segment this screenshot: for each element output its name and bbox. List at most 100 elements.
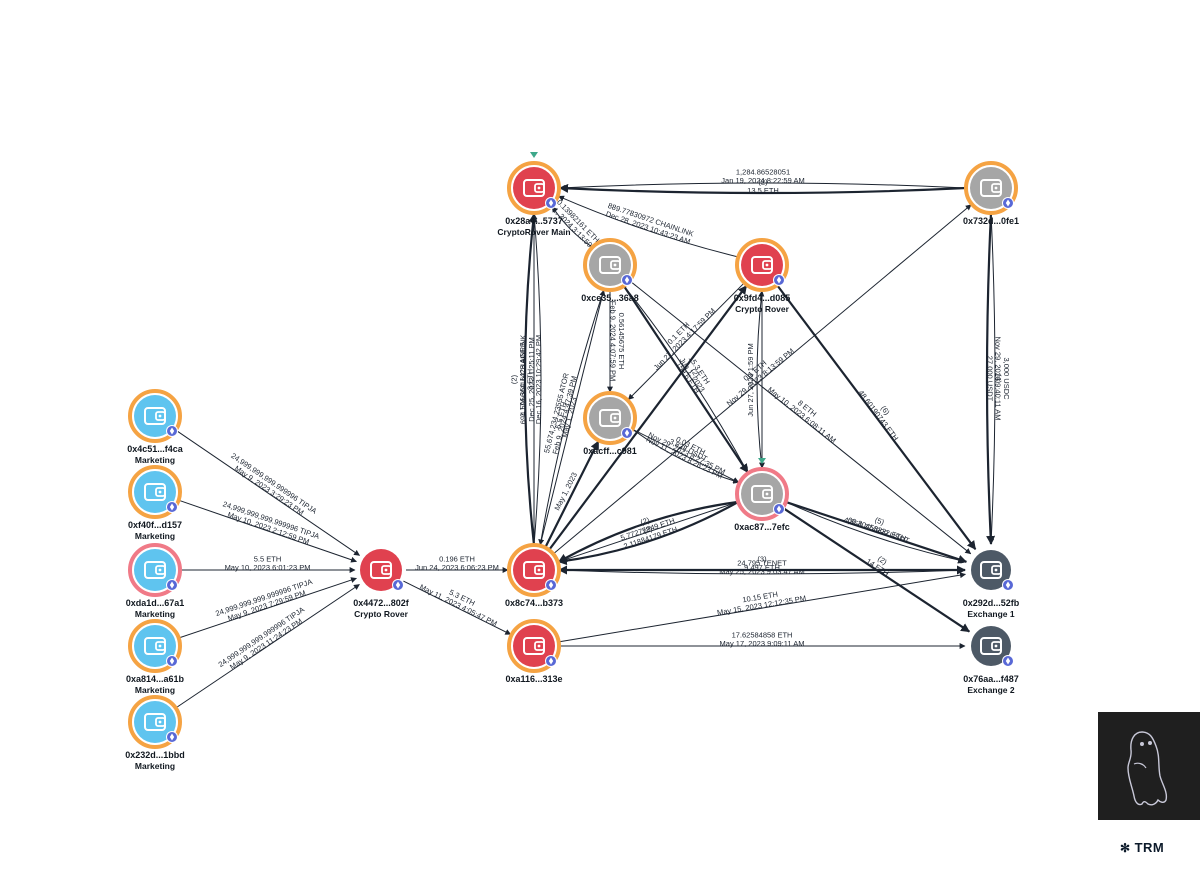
edge-label-line: 694.59564116 CHAINLINK: [518, 335, 527, 425]
edge-ac87-292d[interactable]: [785, 501, 967, 564]
selected-marker-icon: [530, 152, 538, 158]
node-circle: [513, 625, 555, 667]
node-circle: [589, 397, 631, 439]
ethereum-icon: [1005, 581, 1011, 589]
node-address: 0x4472...802f: [353, 598, 410, 608]
node-address: 0x4c51...f4ca: [127, 444, 184, 454]
edge-label-line: May 9, 2023 11:24:23 PM: [228, 616, 304, 671]
node-732d[interactable]: 0x732d...0fe1: [963, 161, 1019, 226]
edge-9fd4-28a4[interactable]: [558, 195, 739, 258]
edge-label-line: 3,000 USDC: [1002, 357, 1011, 400]
edge-label-line: (3): [757, 554, 767, 563]
edge-ce35-ac87[interactable]: [622, 285, 749, 474]
edge-ac87-8c74[interactable]: [557, 500, 739, 563]
ethereum-icon: [776, 505, 782, 513]
edge-ac87-9fd4[interactable]: [756, 290, 765, 470]
node-8c74[interactable]: 0x8c74...b373: [505, 543, 563, 608]
node-entity-label: Marketing: [135, 531, 175, 541]
edge-8c74-28a4[interactable]: [531, 213, 542, 546]
edge-label-line: 9.497 ETH: [744, 563, 780, 572]
edge-ce35-ac87[interactable]: [623, 285, 749, 473]
brand-logo: ✻TRM: [1120, 840, 1164, 855]
edge-ac87-292d[interactable]: [785, 500, 968, 564]
wallet-icon: [144, 713, 166, 731]
trm-star-icon: ✻: [1120, 841, 1131, 855]
edge-8c74-9fd4[interactable]: [548, 285, 748, 551]
edge-f40f-4472[interactable]: [178, 499, 357, 563]
edge-732d-28a4[interactable]: [559, 182, 967, 191]
edge-label-line: May 10, 2023 6:08:11 AM: [766, 385, 838, 445]
edge-ce35-28a4[interactable]: [551, 205, 593, 248]
edge-732d-292d[interactable]: [988, 212, 996, 545]
edge-label-line: Dec 16, 2023 10:29:42 PM: [534, 335, 543, 424]
edge-a116-292d[interactable]: [558, 572, 966, 643]
edge-label-line: 13.5 ETH: [747, 186, 779, 195]
edge-label-line: May 17, 2023 9:09:11 AM: [720, 639, 805, 648]
edge-9fd4-acff[interactable]: [627, 282, 745, 401]
edge-acff-ac87[interactable]: [632, 428, 740, 484]
edge-ce35-8c74[interactable]: [538, 289, 605, 546]
edge-4c51-4472[interactable]: [175, 429, 360, 556]
edge-label-line: Feb 9, 2024 4:07:59 PM: [608, 301, 617, 381]
edge-8c74-acff[interactable]: [544, 440, 600, 549]
node-address: 0x292d...52fb: [963, 598, 1020, 608]
edge-8c74-292d[interactable]: [558, 567, 966, 575]
edge-ac87-8c74[interactable]: [558, 501, 739, 563]
edge-732d-292d[interactable]: [985, 212, 996, 545]
edge-label: (3)9.497 ETH: [744, 554, 780, 572]
selected-marker-icon: [758, 458, 766, 464]
wallet-icon: [144, 407, 166, 425]
edge-label-line: May 10, 2023 6:01:23 PM: [225, 563, 311, 572]
edge-acff-ac87[interactable]: [632, 428, 740, 483]
edge-232d-4472[interactable]: [175, 584, 360, 709]
edge-4472-a116[interactable]: [403, 580, 512, 635]
node-address: 0xf40f...d157: [128, 520, 182, 530]
edge-label-line: 5.5 ETH: [254, 554, 282, 563]
node-ce35[interactable]: 0xce35...36a8: [581, 238, 639, 303]
node-circle: [134, 471, 176, 513]
edge-ac87-8c74[interactable]: [557, 500, 739, 566]
edge-label: (2)1,174,364 1423 AGRS: [509, 342, 527, 417]
node-a116[interactable]: 0xa116...313e: [505, 619, 563, 684]
edge-label-line: 48.60190743 ETH: [857, 388, 901, 442]
edge-label: (6)48.60190743 ETH: [857, 388, 901, 442]
node-ac87[interactable]: 0xac87...7efc: [734, 458, 790, 532]
node-address: 0xa814...a61b: [126, 674, 185, 684]
edge-label-line: 1,174,364 1423 AGRS: [518, 342, 527, 417]
edge-8c74-28a4[interactable]: [523, 213, 538, 546]
edge-label-line: (4): [994, 374, 1003, 384]
wallet-icon: [144, 637, 166, 655]
wallet-icon: [370, 561, 392, 579]
edge-8c74-732d[interactable]: [552, 204, 972, 555]
node-address: 0xce35...36a8: [581, 293, 639, 303]
node-address: 0xac87...7efc: [734, 522, 790, 532]
edge-732d-28a4[interactable]: [559, 183, 967, 195]
edge-a814-4472[interactable]: [178, 577, 357, 639]
node-address: 0xacff...c981: [583, 446, 637, 456]
node-acff[interactable]: 0xacff...c981: [583, 391, 637, 456]
edge-8c74-ce35[interactable]: [539, 289, 606, 546]
edge-ce35-292d[interactable]: [629, 280, 972, 555]
node-entity-label: Crypto Rover: [735, 304, 790, 314]
node-address: 0x28a4...5737: [505, 216, 563, 226]
edge-label-line: Jan 19, 2024 8:22:59 AM: [721, 176, 804, 185]
edge-label-line: 24,795 TENET: [737, 558, 787, 567]
node-entity-label: Marketing: [135, 609, 175, 619]
node-entity-label: Marketing: [135, 455, 175, 465]
edge-label-line: (5): [874, 515, 886, 527]
edge-9fd4-292d[interactable]: [776, 284, 977, 550]
node-circle: [971, 550, 1011, 590]
